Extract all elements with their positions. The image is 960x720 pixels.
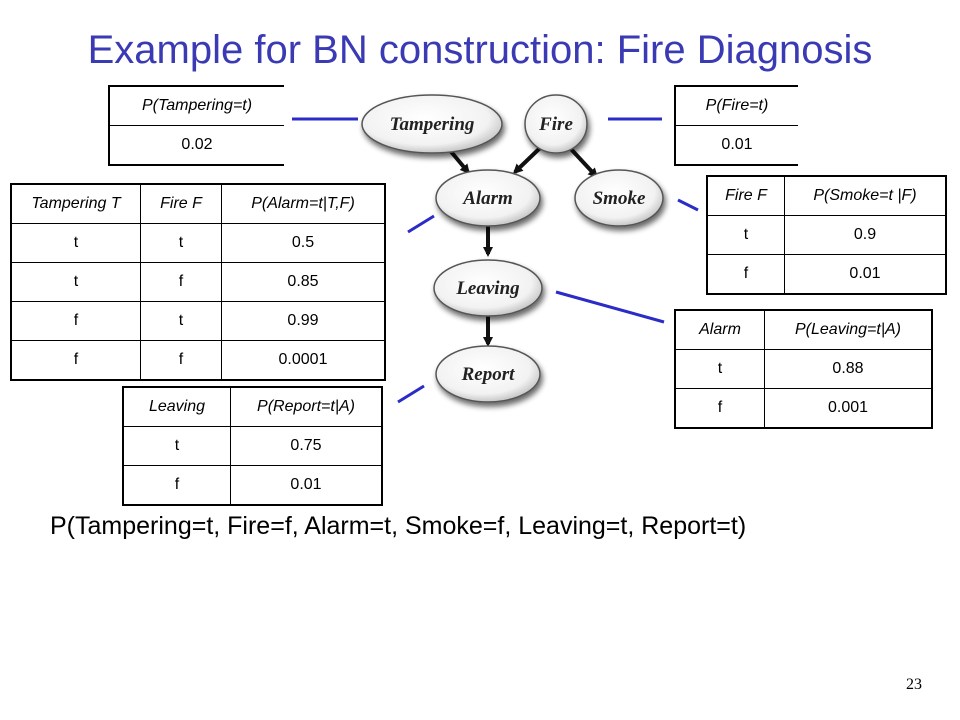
node-alarm: Alarm	[435, 169, 541, 227]
page-title: Example for BN construction: Fire Diagno…	[87, 28, 873, 72]
table-row: f 0.01	[706, 254, 947, 295]
table-header: P(Tampering=t)	[108, 85, 284, 126]
table-row: t 0.75	[122, 426, 383, 466]
table-cell: f	[140, 262, 222, 302]
edge-fire-alarm	[512, 146, 542, 175]
table-header: Fire F	[706, 175, 785, 216]
table-cell: 0.99	[221, 301, 386, 341]
table-header: P(Alarm=t|T,F)	[221, 183, 386, 224]
table-cell: f	[140, 340, 222, 381]
table-cell: t	[10, 262, 141, 302]
cpt-table-fire: P(Fire=t) 0.01	[674, 85, 798, 166]
table-header: Tampering T	[10, 183, 141, 224]
table-cell: f	[706, 254, 785, 295]
table-header: P(Leaving=t|A)	[764, 309, 933, 350]
connector-alarm	[407, 214, 435, 234]
table-row: f 0.01	[122, 465, 383, 506]
node-smoke: Smoke	[574, 169, 664, 227]
table-row: t 0.9	[706, 215, 947, 255]
table-cell: t	[10, 223, 141, 263]
table-header: Leaving	[122, 386, 231, 427]
connector-report	[397, 384, 425, 404]
node-tampering: Tampering	[361, 94, 503, 154]
connector-leaving	[555, 290, 665, 324]
node-tampering-label: Tampering	[390, 114, 475, 135]
connector-smoke	[677, 198, 699, 212]
node-report: Report	[435, 345, 541, 403]
table-cell: t	[140, 223, 222, 263]
table-cell: 0.02	[108, 125, 284, 166]
table-cell: 0.01	[230, 465, 383, 506]
cpt-table-leaving: Alarm P(Leaving=t|A) t 0.88 f 0.001	[674, 309, 933, 429]
node-fire: Fire	[524, 94, 588, 154]
cpt-table-report: Leaving P(Report=t|A) t 0.75 f 0.01	[122, 386, 383, 506]
query-text: P(Tampering=t, Fire=f, Alarm=t, Smoke=f,…	[50, 512, 747, 540]
node-alarm-label: Alarm	[462, 188, 513, 209]
node-smoke-label: Smoke	[593, 188, 646, 209]
table-header: Alarm	[674, 309, 765, 350]
node-fire-label: Fire	[538, 114, 573, 135]
table-cell: 0.9	[784, 215, 947, 255]
cpt-table-smoke: Fire F P(Smoke=t |F) t 0.9 f 0.01	[706, 175, 947, 295]
table-cell: t	[674, 349, 765, 389]
table-cell: 0.01	[784, 254, 947, 295]
page-number: 23	[906, 676, 922, 693]
table-cell: 0.01	[674, 125, 798, 166]
table-cell: t	[706, 215, 785, 255]
node-leaving-label: Leaving	[455, 278, 519, 299]
table-header: P(Report=t|A)	[230, 386, 383, 427]
table-cell: 0.5	[221, 223, 386, 263]
table-header: P(Smoke=t |F)	[784, 175, 947, 216]
table-cell: 0.0001	[221, 340, 386, 381]
table-cell: 0.001	[764, 388, 933, 429]
table-row: f f 0.0001	[10, 340, 386, 381]
table-cell: f	[674, 388, 765, 429]
table-row: f t 0.99	[10, 301, 386, 341]
table-cell: f	[122, 465, 231, 506]
cpt-table-tampering: P(Tampering=t) 0.02	[108, 85, 284, 166]
table-cell: f	[10, 340, 141, 381]
table-cell: f	[10, 301, 141, 341]
node-report-label: Report	[461, 364, 516, 385]
table-row: f 0.001	[674, 388, 933, 429]
table-cell: t	[122, 426, 231, 466]
table-header: P(Fire=t)	[674, 85, 798, 126]
table-cell: 0.75	[230, 426, 383, 466]
table-row: t f 0.85	[10, 262, 386, 302]
table-cell: 0.85	[221, 262, 386, 302]
table-row: t t 0.5	[10, 223, 386, 263]
table-row: t 0.88	[674, 349, 933, 389]
table-header: Fire F	[140, 183, 222, 224]
node-leaving: Leaving	[433, 259, 543, 317]
table-cell: 0.88	[764, 349, 933, 389]
cpt-table-alarm: Tampering T Fire F P(Alarm=t|T,F) t t 0.…	[10, 183, 386, 381]
table-cell: t	[140, 301, 222, 341]
edge-fire-smoke	[568, 146, 599, 179]
